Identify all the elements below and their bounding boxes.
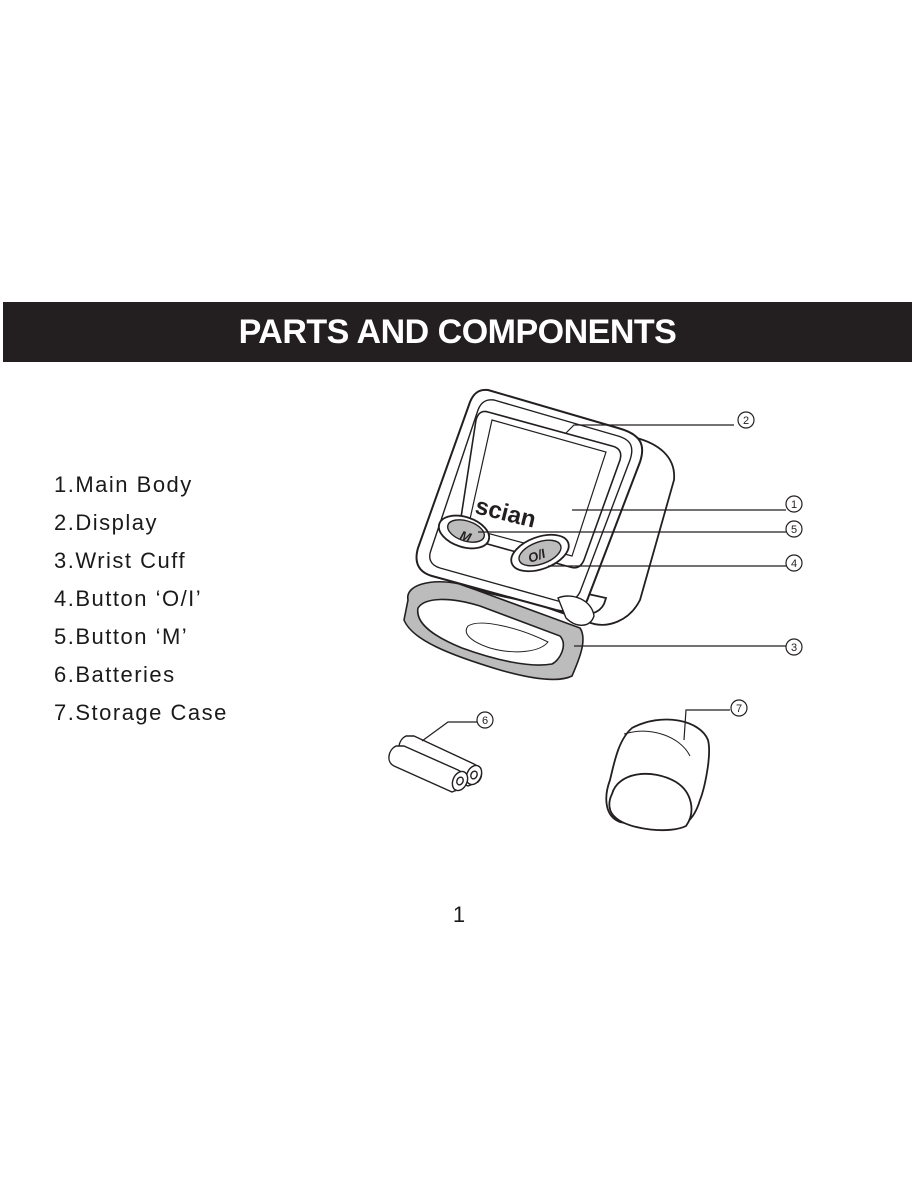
callout-5-label: 5 — [791, 524, 797, 536]
list-item-button-m: 5.Button ‘M’ — [54, 624, 189, 649]
list-item-storage-case: 7.Storage Case — [54, 700, 228, 725]
main-body — [415, 388, 675, 626]
storage-case — [605, 718, 710, 832]
parts-list: 1.Main Body 2.Display 3.Wrist Cuff 4.But… — [54, 466, 228, 732]
callout-6-label: 6 — [482, 715, 488, 727]
callout-1-label: 1 — [791, 499, 797, 511]
batteries — [388, 735, 483, 793]
page-title: PARTS AND COMPONENTS — [238, 313, 677, 351]
wrist-cuff — [403, 581, 584, 681]
callout-7-label: 7 — [736, 703, 742, 715]
list-item-main-body: 1.Main Body — [54, 472, 193, 497]
page-number: 1 — [452, 902, 466, 927]
callout-lines — [421, 424, 786, 742]
callout-4-label: 4 — [791, 558, 797, 570]
callout-circles — [476, 411, 803, 729]
list-item-wrist-cuff: 3.Wrist Cuff — [54, 548, 187, 573]
list-item-display: 2.Display — [54, 510, 158, 535]
header-bar: PARTS AND COMPONENTS — [3, 302, 912, 362]
device-button-power-text: O/I — [526, 546, 548, 566]
list-item-batteries: 6.Batteries — [54, 662, 176, 687]
list-item-button-power: 4.Button ‘O/I’ — [54, 586, 203, 611]
callout-3-label: 3 — [791, 642, 797, 654]
callout-2-label: 2 — [743, 415, 749, 427]
